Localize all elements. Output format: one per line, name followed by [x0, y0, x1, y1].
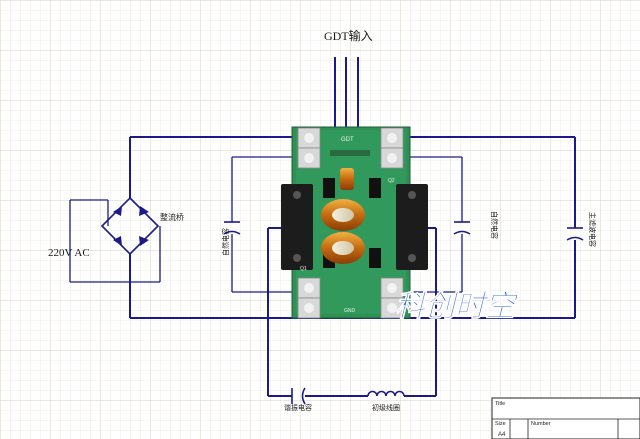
- ac-input-label: 220V AC: [48, 247, 90, 259]
- resonant-coil-symbol: [367, 390, 405, 397]
- watermark-text: 科创时空: [395, 289, 519, 324]
- gdt-input-label: GDT输入: [324, 28, 373, 43]
- bus-capacitor-right-label: 自然电容: [490, 211, 499, 239]
- bridge-rectifier-label: 整流桥: [160, 212, 184, 222]
- bridge-rectifier-symbol: [100, 196, 160, 256]
- driver-board-photo: GDT Q1 Q2 GND: [281, 126, 428, 319]
- bus-capacitor-left-label: 自然电容: [221, 228, 230, 256]
- bus-capacitor-right-symbol: [453, 221, 471, 235]
- main-filter-capacitor-label: 主滤波电容: [588, 212, 597, 247]
- board-marking-q1: Q1: [300, 266, 307, 272]
- title-block-title-label: Title: [495, 401, 505, 407]
- resonant-capacitor-label: 谐振电容: [284, 403, 312, 412]
- board-marking-gnd: GND: [344, 308, 356, 314]
- title-block: [491, 397, 640, 439]
- title-block-size-value: A4: [498, 432, 506, 438]
- board-marking-gdt: GDT: [341, 137, 354, 143]
- title-block-number-label: Number: [531, 421, 551, 427]
- circuit-wires: [69, 136, 576, 397]
- resonant-coil-label: 初级线圈: [372, 403, 400, 412]
- bus-capacitor-left-symbol: [223, 221, 241, 235]
- title-block-size-label: Size: [495, 421, 506, 427]
- board-marking-q2: Q2: [388, 178, 395, 184]
- main-filter-capacitor-symbol: [566, 227, 584, 241]
- resonant-capacitor-symbol: [291, 387, 306, 405]
